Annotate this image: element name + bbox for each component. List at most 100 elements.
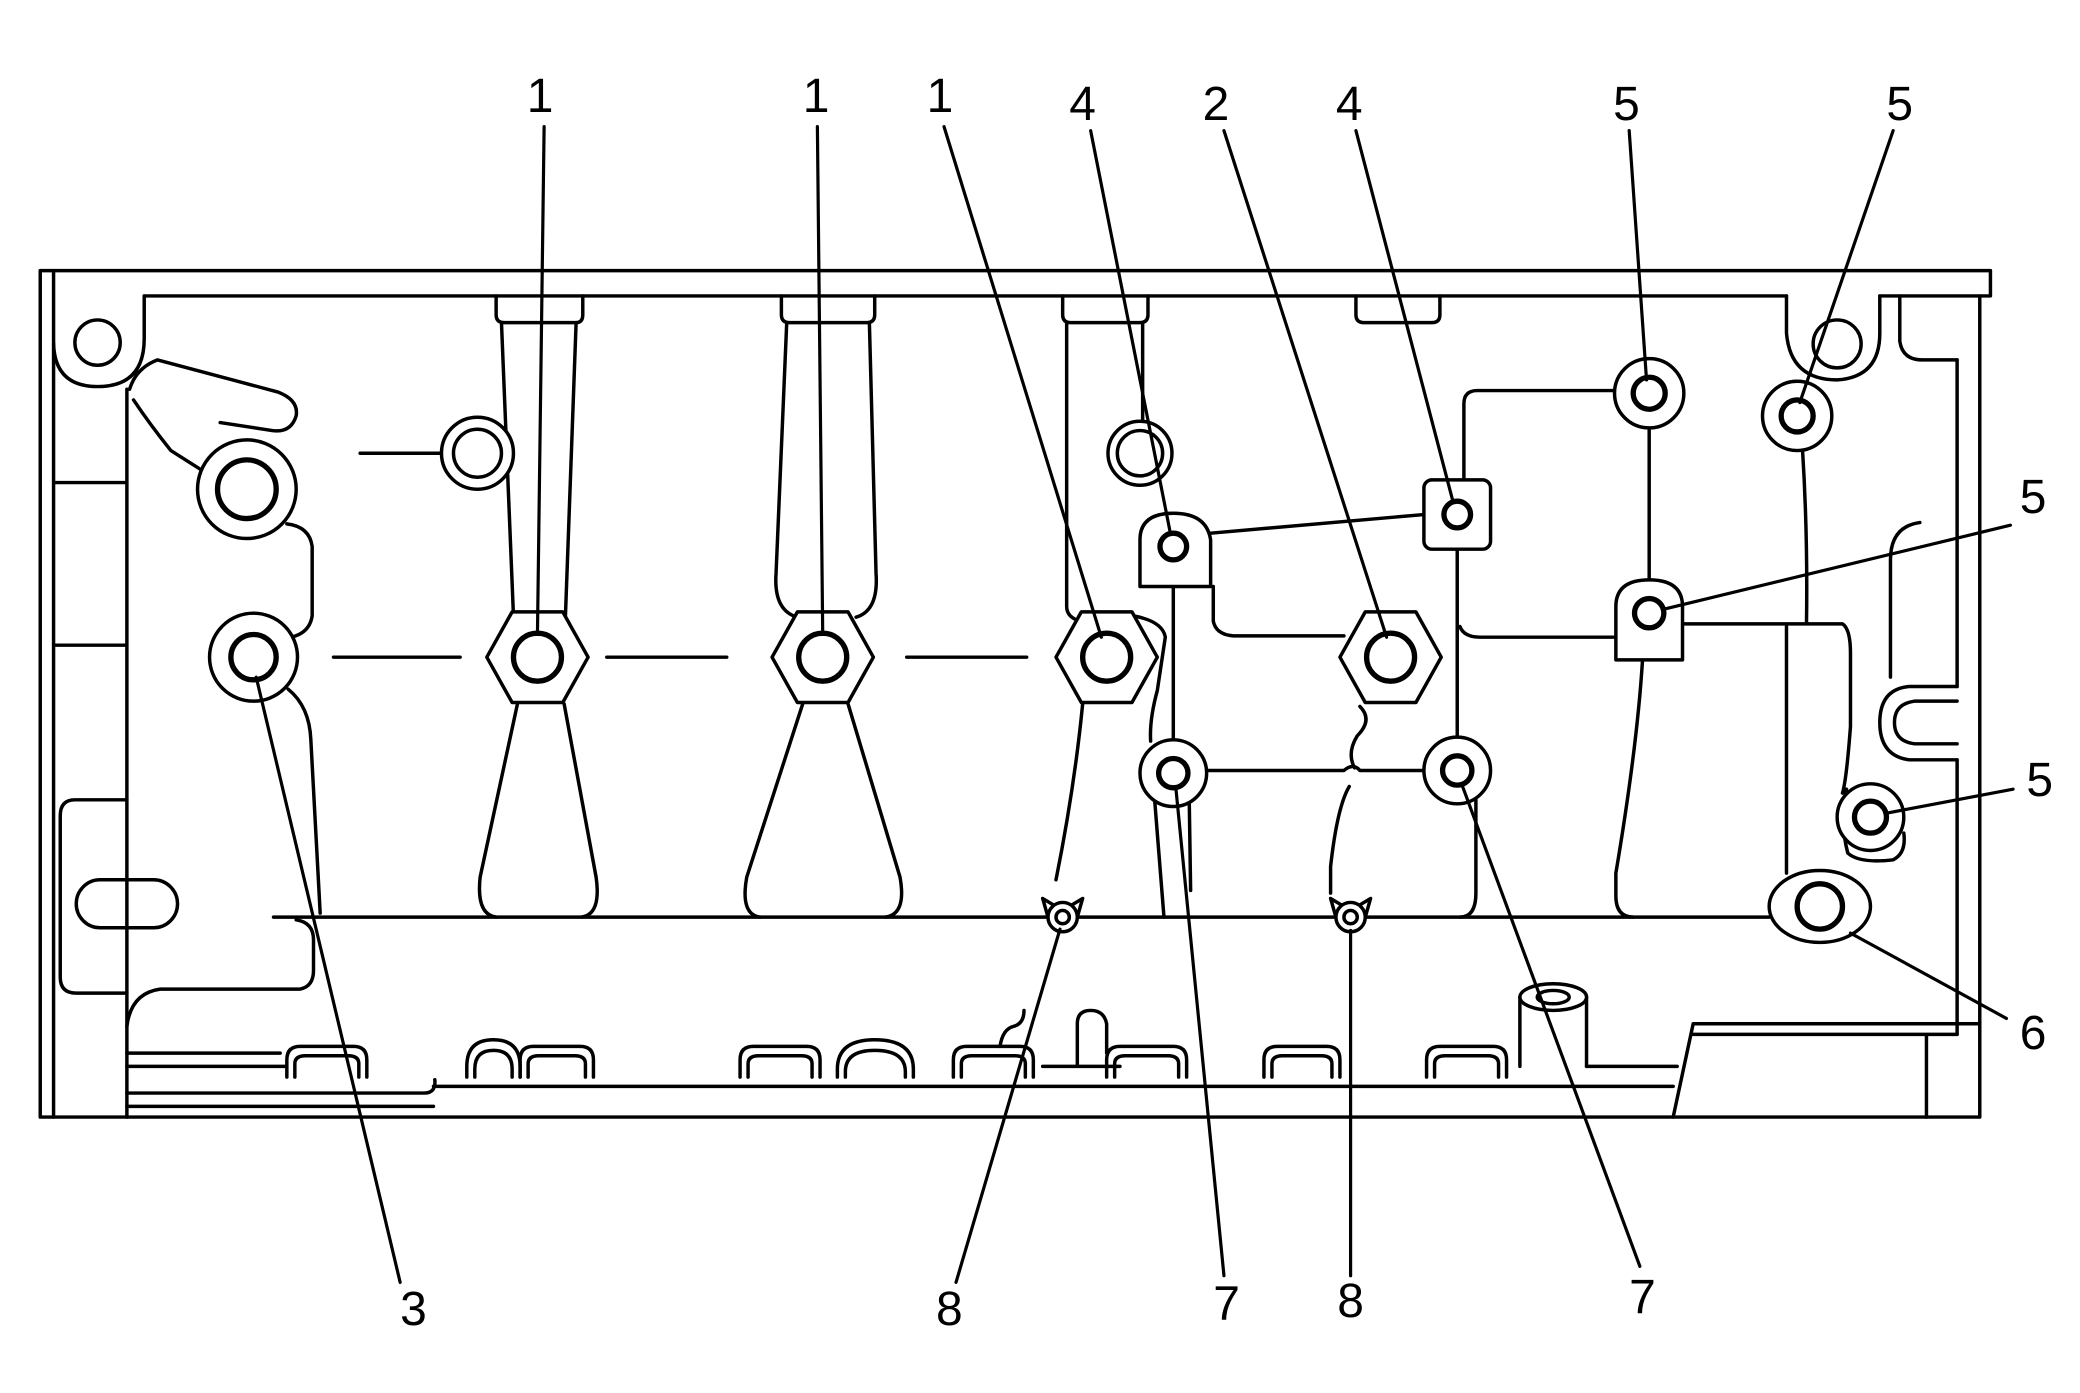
callout-1-left: 1	[527, 70, 553, 637]
callouts: 1 1 1 4 2 4 5 5	[254, 70, 2053, 1336]
bracket-to-square-boss-line	[1208, 512, 1426, 535]
flange-bump-4	[951, 1044, 1036, 1079]
stud-inner	[1054, 908, 1072, 926]
callout-7-right: 7	[1460, 784, 1656, 1324]
bearing-cap-nut-3	[1054, 610, 1160, 705]
middle-ring-boss	[1106, 419, 1174, 487]
rib-stub-3	[1060, 294, 1150, 325]
right-slot	[1878, 684, 1959, 762]
dipstick-tube-sides	[1518, 995, 1589, 1069]
cap-3-lower-ribs	[1054, 614, 1168, 882]
bracket-hole	[1631, 595, 1667, 631]
boss-hole	[228, 631, 279, 683]
bolt-6-boss	[1767, 868, 1873, 945]
web-structure	[1152, 388, 1906, 919]
leader-line	[1354, 129, 1455, 505]
callout-5-top-left: 5	[1613, 78, 1649, 382]
callout-label: 4	[1336, 78, 1363, 131]
flange-arch-2	[835, 1038, 916, 1079]
cap-4-lower-ribs	[1328, 704, 1368, 895]
bracket-outline	[1138, 511, 1213, 589]
callout-5-top-right: 5	[1798, 78, 1913, 405]
square-boss-outline	[1422, 478, 1493, 551]
leader-line	[815, 125, 825, 637]
boss-outer	[207, 611, 300, 703]
square-boss-hole	[1441, 498, 1474, 531]
stud-inner	[1342, 908, 1359, 926]
callout-8-right: 8	[1337, 928, 1364, 1328]
left-boss-connector	[285, 522, 314, 639]
boss-hole	[1851, 798, 1890, 836]
flange-bump-1	[285, 1044, 369, 1079]
leader-line	[1460, 784, 1642, 1268]
callout-2: 2	[1203, 78, 1389, 639]
left-lower-pocket	[58, 798, 129, 995]
nut-bore	[1363, 630, 1418, 684]
right-box-lines	[1680, 447, 1853, 875]
callout-label: 8	[936, 1283, 963, 1336]
bearing-cap-nut-4	[1338, 610, 1443, 705]
callout-1-right: 1	[927, 70, 1103, 639]
top-right-ear	[1784, 294, 1882, 382]
top-left-ear	[51, 268, 146, 389]
leader-line	[954, 927, 1062, 1284]
left-lower-slot	[74, 878, 180, 930]
flange-bump-3	[738, 1044, 822, 1079]
callout-label: 5	[2020, 471, 2047, 524]
leader-line	[1662, 523, 2013, 611]
callout-label: 2	[1203, 78, 1230, 131]
boss-hole	[1778, 397, 1816, 435]
nut-bore	[1079, 630, 1134, 684]
upper-box-top	[1462, 388, 1618, 485]
left-upper-boss	[195, 438, 298, 541]
leader-line	[254, 675, 402, 1284]
callout-label: 5	[1613, 78, 1640, 131]
boss-outer	[1422, 735, 1493, 806]
flange-bump-6	[1262, 1044, 1342, 1079]
left-end-structure	[125, 358, 442, 1029]
callout-5-right-lower: 5	[1884, 754, 2053, 815]
callout-label: 7	[1629, 1271, 1656, 1324]
ring-inner	[451, 427, 504, 479]
callout-label: 1	[803, 70, 830, 123]
callout-1-middle: 1	[803, 70, 830, 637]
top-rib-stubs	[494, 294, 1442, 325]
bolt-3-boss	[207, 611, 300, 703]
top-right-ear-hole	[1811, 318, 1863, 370]
bolt-7-boss-left	[1138, 738, 1209, 809]
upper-box-bottom	[1458, 624, 1618, 639]
boss-hole	[214, 457, 279, 522]
callout-label: 5	[1886, 78, 1913, 131]
bottom-right-flange	[1671, 1022, 1982, 1119]
boss-outer	[1835, 782, 1906, 853]
bracket-hole	[1157, 530, 1190, 563]
bottom-flange-lines	[125, 1051, 1679, 1109]
ring-inner	[1115, 428, 1165, 478]
callout-label: 4	[1069, 78, 1096, 131]
bolt-5-bracket	[1614, 578, 1685, 662]
callout-4-right: 4	[1336, 78, 1455, 505]
boss-5-lower-rib	[1614, 658, 1645, 919]
leader-line	[1884, 787, 2015, 815]
callout-label: 8	[1337, 1275, 1364, 1328]
callout-label: 7	[1213, 1278, 1240, 1331]
boss-hole	[1439, 753, 1475, 788]
callout-label: 1	[927, 70, 954, 123]
left-bottom-shape	[125, 918, 316, 1029]
rib-stub-4	[1354, 294, 1442, 325]
cap-2-upper-ribs	[774, 320, 879, 619]
leader-line	[535, 125, 546, 637]
lower-left-ribs	[1152, 798, 1193, 919]
boss-outer	[195, 438, 298, 541]
right-curved-rib	[1888, 520, 1922, 679]
dipstick-tube-bore	[1535, 988, 1571, 1006]
boss-outer	[1612, 356, 1686, 430]
callout-label: 3	[400, 1283, 427, 1336]
bearing-cap-ribs	[331, 320, 1368, 919]
flange-bump-2	[518, 1044, 596, 1079]
oil-pan-rail	[125, 915, 1771, 1109]
bolt-5-boss-a	[1612, 356, 1686, 430]
left-lower-rib	[286, 687, 322, 915]
